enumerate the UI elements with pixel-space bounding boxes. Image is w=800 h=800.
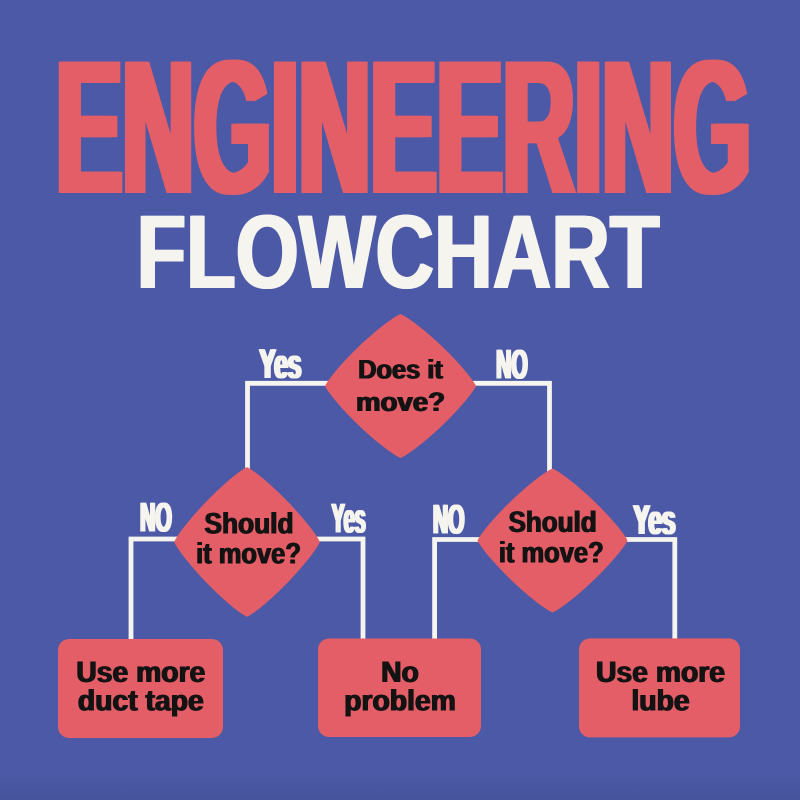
svg-text:lube: lube <box>632 685 690 718</box>
svg-text:NO: NO <box>141 495 173 542</box>
svg-text:Should: Should <box>204 506 293 540</box>
svg-text:Does it: Does it <box>359 356 444 385</box>
svg-text:Use more: Use more <box>595 656 724 689</box>
svg-text:NO: NO <box>497 342 528 389</box>
svg-text:Use more: Use more <box>596 656 725 689</box>
svg-text:Use more: Use more <box>76 656 205 689</box>
svg-text:FLOWCHART: FLOWCHART <box>138 193 661 310</box>
svg-text:ENGINEERING: ENGINEERING <box>54 21 749 234</box>
svg-text:No: No <box>381 656 419 689</box>
svg-text:Should: Should <box>204 506 293 540</box>
svg-text:move?: move? <box>357 387 446 417</box>
svg-text:Yes: Yes <box>634 497 676 543</box>
svg-text:NO: NO <box>139 495 171 542</box>
svg-text:Yes: Yes <box>259 341 301 387</box>
svg-text:ENGINEERING: ENGINEERING <box>58 21 753 234</box>
svg-text:Use more: Use more <box>597 656 726 689</box>
svg-text:problem: problem <box>343 685 455 718</box>
svg-text:Yes: Yes <box>635 497 677 543</box>
svg-text:problem: problem <box>344 685 456 718</box>
svg-text:duct tape: duct tape <box>79 685 205 718</box>
svg-text:Should: Should <box>508 505 596 538</box>
svg-text:it move?: it move? <box>197 537 302 570</box>
svg-text:Yes: Yes <box>332 494 366 541</box>
svg-text:Does it: Does it <box>357 356 442 385</box>
svg-text:Yes: Yes <box>330 494 364 541</box>
svg-text:NO: NO <box>434 497 465 544</box>
svg-text:lube: lube <box>631 685 689 718</box>
svg-text:move?: move? <box>356 387 445 417</box>
svg-text:NO: NO <box>496 342 527 389</box>
svg-text:FLOWCHART: FLOWCHART <box>135 193 658 310</box>
svg-text:No: No <box>382 656 420 689</box>
svg-text:it move?: it move? <box>195 537 300 570</box>
svg-text:Use more: Use more <box>76 656 205 689</box>
svg-text:move?: move? <box>355 387 444 417</box>
svg-text:No: No <box>380 656 418 689</box>
svg-text:Yes: Yes <box>261 341 303 387</box>
svg-text:lube: lube <box>631 685 689 718</box>
svg-text:ENGINEERING: ENGINEERING <box>52 21 747 234</box>
svg-text:problem: problem <box>345 685 457 718</box>
svg-text:Yes: Yes <box>333 494 367 541</box>
svg-text:it move?: it move? <box>499 536 604 569</box>
svg-text:duct tape: duct tape <box>78 685 204 718</box>
svg-text:ENGINEERING: ENGINEERING <box>56 21 751 234</box>
svg-text:NO: NO <box>432 497 463 544</box>
svg-text:NO: NO <box>433 497 464 544</box>
svg-text:ENGINEERING: ENGINEERING <box>60 21 755 234</box>
svg-text:Use more: Use more <box>77 656 206 689</box>
svg-text:Should: Should <box>509 505 597 538</box>
svg-text:Yes: Yes <box>632 497 674 543</box>
svg-text:Does it: Does it <box>358 356 443 385</box>
svg-text:Yes: Yes <box>258 341 300 387</box>
svg-text:it move?: it move? <box>499 536 604 569</box>
svg-text:Should: Should <box>205 506 294 540</box>
svg-text:FLOWCHART: FLOWCHART <box>137 193 660 310</box>
svg-text:duct tape: duct tape <box>77 685 203 718</box>
svg-text:it move?: it move? <box>196 537 301 570</box>
svg-text:Should: Should <box>509 505 597 538</box>
svg-text:NO: NO <box>495 342 526 389</box>
svg-text:NO: NO <box>140 495 172 542</box>
svg-text:it move?: it move? <box>498 536 603 569</box>
